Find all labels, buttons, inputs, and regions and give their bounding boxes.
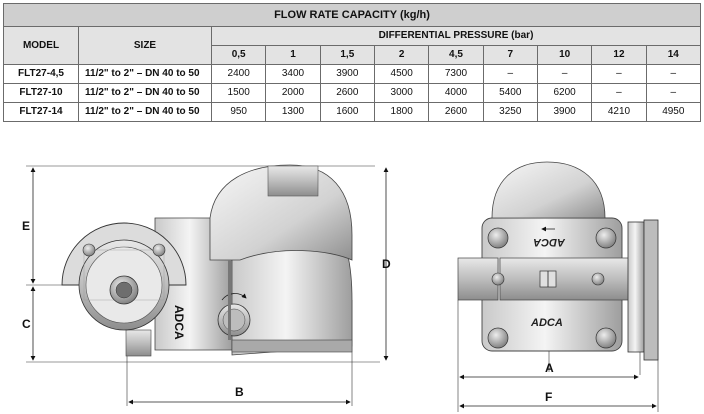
pressure-col: 10 xyxy=(536,45,593,65)
value-cell: 4500 xyxy=(373,64,430,84)
dim-e-label: E xyxy=(22,219,30,233)
pressure-col: 4,5 xyxy=(428,45,484,65)
value-cell: 6200 xyxy=(536,83,593,103)
value-cell: 3900 xyxy=(319,64,375,84)
value-cell: 3400 xyxy=(265,64,321,84)
value-cell: 1600 xyxy=(319,102,375,122)
value-cell: 2600 xyxy=(319,83,375,103)
value-cell: 1300 xyxy=(265,102,321,122)
size-cell: 11/2" to 2" – DN 40 to 50 xyxy=(78,102,212,122)
value-cell: – xyxy=(591,64,647,84)
value-cell: – xyxy=(645,83,702,103)
model-header: MODEL xyxy=(3,26,79,65)
value-cell: – xyxy=(591,83,647,103)
brand-side: ADCA xyxy=(172,305,186,340)
pressure-col: 0,5 xyxy=(210,45,267,65)
size-header: SIZE xyxy=(78,26,212,65)
value-cell: – xyxy=(482,64,538,84)
value-cell: 4950 xyxy=(645,102,702,122)
pressure-col: 7 xyxy=(482,45,538,65)
side-view: ADCA E C D B xyxy=(22,164,391,406)
value-cell: – xyxy=(645,64,702,84)
value-cell: 1800 xyxy=(373,102,430,122)
front-view: ADCA ADCA A F xyxy=(457,161,659,412)
model-cell: FLT27-14 xyxy=(3,102,79,122)
value-cell: 950 xyxy=(210,102,267,122)
dim-f-label: F xyxy=(545,390,552,404)
table-title: FLOW RATE CAPACITY (kg/h) xyxy=(3,3,701,27)
value-cell: 4000 xyxy=(428,83,484,103)
pressure-col: 12 xyxy=(591,45,647,65)
flow-rate-table: FLOW RATE CAPACITY (kg/h) MODEL SIZE DIF… xyxy=(3,3,702,122)
value-cell: 5400 xyxy=(482,83,538,103)
value-cell: 2400 xyxy=(210,64,267,84)
dimension-drawings: ADCA E C D B xyxy=(22,161,659,412)
dim-a-label: A xyxy=(545,361,554,375)
value-cell: 7300 xyxy=(428,64,484,84)
model-cell: FLT27-4,5 xyxy=(3,64,79,84)
pressure-col: 1 xyxy=(265,45,321,65)
value-cell: 2000 xyxy=(265,83,321,103)
value-cell: 3900 xyxy=(536,102,593,122)
model-cell: FLT27-10 xyxy=(3,83,79,103)
value-cell: 2600 xyxy=(428,102,484,122)
size-cell: 11/2" to 2" – DN 40 to 50 xyxy=(78,64,212,84)
value-cell: 3000 xyxy=(373,83,430,103)
value-cell: 1500 xyxy=(210,83,267,103)
table-row: FLT27-10 11/2" to 2" – DN 40 to 50 1500 … xyxy=(3,83,702,103)
table-row: FLT27-4,5 11/2" to 2" – DN 40 to 50 2400… xyxy=(3,64,702,84)
pressure-col: 1,5 xyxy=(319,45,375,65)
pressure-header: DIFFERENTIAL PRESSURE (bar) xyxy=(211,26,701,46)
brand-bottom: ADCA xyxy=(530,317,563,329)
brand-top: ADCA xyxy=(533,236,566,248)
value-cell: 4210 xyxy=(591,102,647,122)
dim-d-label: D xyxy=(382,257,391,271)
dim-c-label: C xyxy=(22,317,31,331)
pressure-col: 14 xyxy=(645,45,702,65)
size-cell: 11/2" to 2" – DN 40 to 50 xyxy=(78,83,212,103)
value-cell: 3250 xyxy=(482,102,538,122)
dim-b-label: B xyxy=(235,385,244,399)
value-cell: – xyxy=(536,64,593,84)
pressure-col: 2 xyxy=(373,45,430,65)
table-row: FLT27-14 11/2" to 2" – DN 40 to 50 950 1… xyxy=(3,102,702,122)
